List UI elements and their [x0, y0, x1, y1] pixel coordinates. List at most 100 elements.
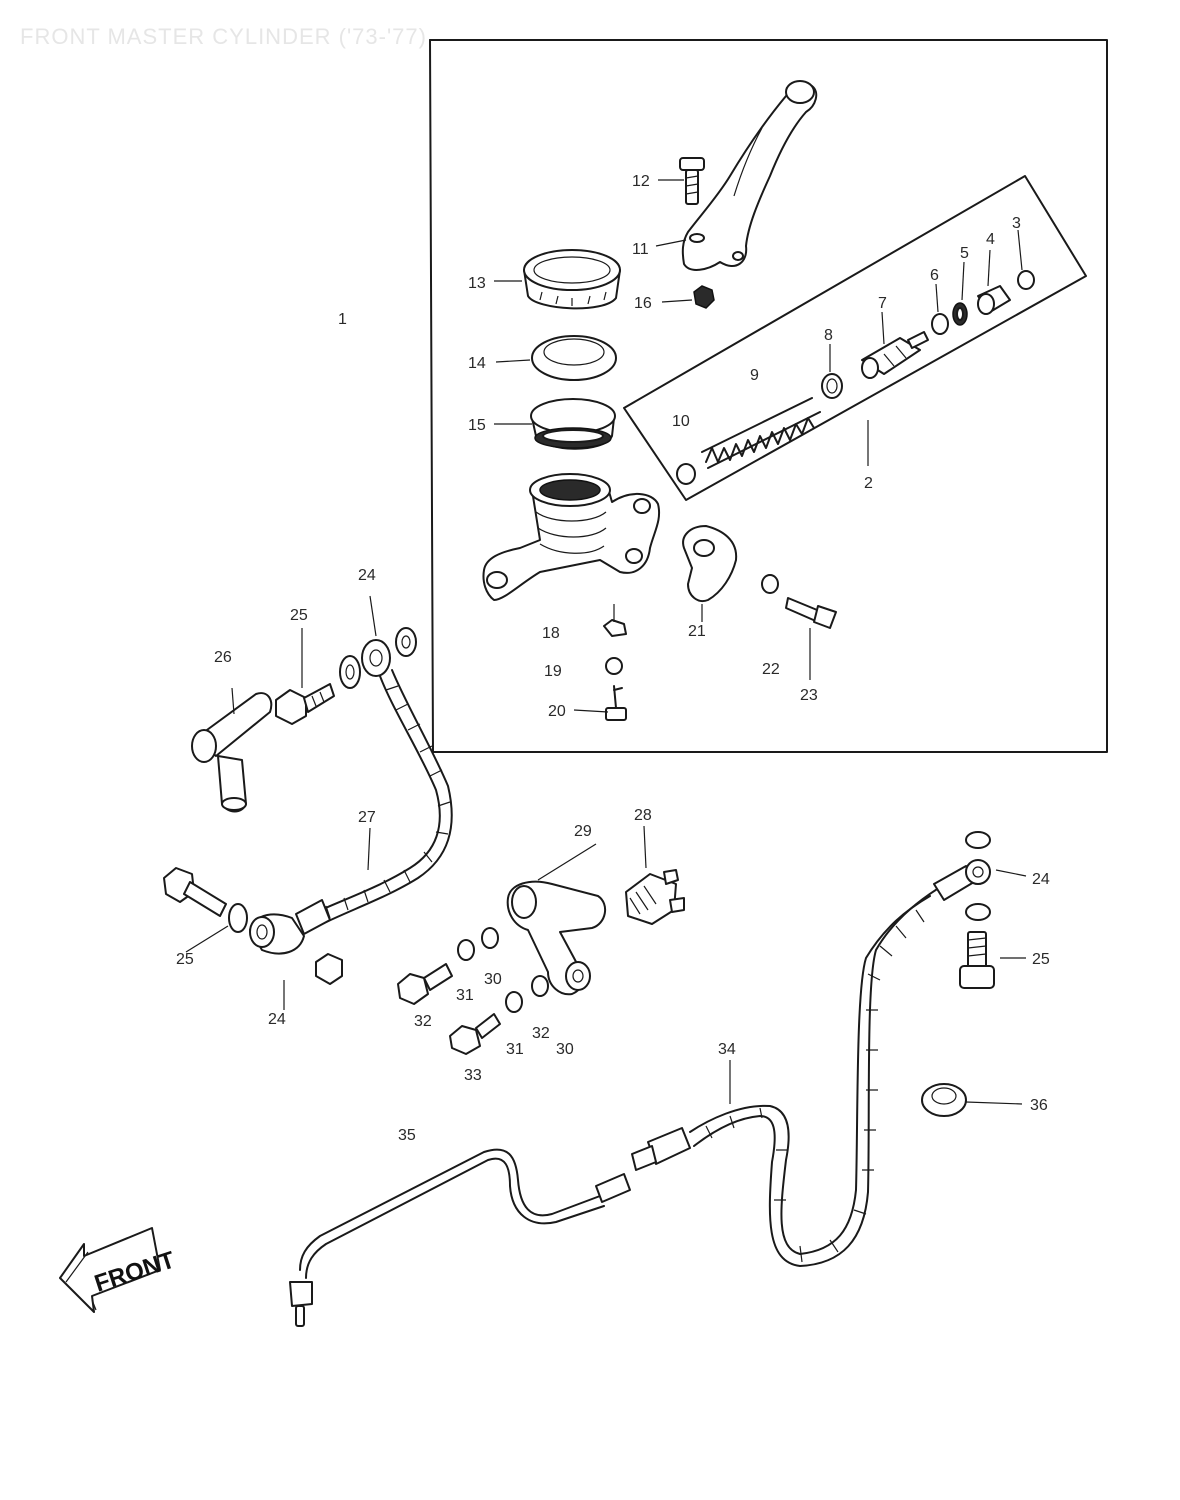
- callout-35: 35: [398, 1127, 416, 1144]
- banjo-washer-upper-b: [395, 627, 417, 657]
- callout-25-upper: 25: [290, 607, 308, 624]
- callout-21: 21: [688, 623, 706, 640]
- circlip-holder: [977, 285, 1011, 315]
- hose-banjo-right: [965, 859, 991, 885]
- callout-32-upper: 32: [414, 1013, 432, 1030]
- piston-kit-box: [623, 175, 1087, 501]
- callout-1: 1: [338, 311, 347, 328]
- leader-lines-upper: [494, 179, 1023, 713]
- callout-20: 20: [548, 703, 566, 720]
- callout-31-upper: 31: [456, 987, 474, 1004]
- spring-seat: [676, 463, 696, 485]
- callout-24-right: 24: [1032, 871, 1050, 888]
- piston-spring: [701, 397, 821, 469]
- secondary-cup: [931, 313, 949, 335]
- switch-screw: [605, 685, 627, 721]
- callout-25-left: 25: [176, 951, 194, 968]
- dust-seal: [1017, 270, 1035, 290]
- reservoir-cap: [523, 249, 621, 310]
- brake-light-switch: [191, 692, 273, 813]
- washer-right-lower: [965, 903, 991, 921]
- callout-15: 15: [468, 417, 486, 434]
- lock-washer-lower: [505, 991, 523, 1013]
- callout-24-left: 24: [268, 1011, 286, 1028]
- callout-31-lower: 31: [506, 1041, 524, 1058]
- callout-33: 33: [464, 1067, 482, 1084]
- leader-lines-lower: [185, 595, 1027, 1105]
- primary-cup-inner: [826, 378, 838, 394]
- banjo-bolt-upper: [275, 683, 335, 725]
- callout-11: 11: [632, 241, 649, 258]
- handlebar-clamp: [682, 525, 738, 602]
- callout-23: 23: [800, 687, 818, 704]
- washer-right-upper: [965, 831, 991, 849]
- banjo-bolt-right: [959, 931, 995, 989]
- callout-3: 3: [1012, 215, 1021, 232]
- callout-12: 12: [632, 173, 650, 190]
- callout-6: 6: [930, 267, 939, 284]
- callout-13: 13: [468, 275, 486, 292]
- master-cylinder-body: [482, 473, 660, 601]
- stop-washer-hole: [956, 307, 964, 321]
- callout-10: 10: [672, 413, 690, 430]
- lever-nut: [693, 285, 715, 309]
- callout-4: 4: [986, 231, 995, 248]
- washer-hole-a: [345, 664, 355, 680]
- front-arrow-icon: FRONT: [59, 1227, 178, 1313]
- callout-16: 16: [634, 295, 652, 312]
- lower-brake-hose: [631, 865, 975, 1267]
- callout-25-right: 25: [1032, 951, 1050, 968]
- bleed-valve-cap: [605, 657, 623, 675]
- callout-29: 29: [574, 823, 592, 840]
- hose-nut: [315, 953, 343, 985]
- washer-hole-b: [401, 635, 411, 649]
- diagram-title: FRONT MASTER CYLINDER ('73-'77): [20, 24, 427, 49]
- grommet: [921, 1083, 967, 1117]
- callout-27: 27: [358, 809, 376, 826]
- clamp-bolt: [785, 597, 837, 629]
- callout-9: 9: [750, 367, 759, 384]
- brake-lever: [681, 80, 818, 271]
- banjo-washer-lower: [228, 903, 248, 933]
- callout-2: 2: [864, 475, 873, 492]
- washer-30-lower: [531, 975, 549, 997]
- callout-30-lower: 30: [556, 1041, 574, 1058]
- assembly-box-left: [429, 39, 434, 753]
- washer-30-upper: [481, 927, 499, 949]
- diaphragm: [530, 398, 616, 450]
- callout-28: 28: [634, 807, 652, 824]
- brake-pipe: [289, 1148, 631, 1327]
- piston: [861, 331, 929, 379]
- callout-32-lower: 32: [532, 1025, 550, 1042]
- hose-joint: [506, 880, 607, 996]
- banjo-fitting-lower: [249, 913, 305, 955]
- brake-switch-fitting: [625, 869, 685, 925]
- callout-5: 5: [960, 245, 969, 262]
- callout-labels: 1 2 3 4 5 6 7 8 9 10 11 12 13 14 15 16 1…: [176, 173, 1050, 1144]
- clamp-washer: [761, 574, 779, 594]
- callout-8: 8: [824, 327, 833, 344]
- callout-30-upper: 30: [484, 971, 502, 988]
- dust-boot: [603, 619, 627, 637]
- banjo-washer-upper-a: [339, 655, 361, 689]
- callout-26: 26: [214, 649, 232, 666]
- callout-24-upper: 24: [358, 567, 376, 584]
- callout-14: 14: [468, 355, 486, 372]
- diaphragm-plate: [531, 335, 617, 381]
- callout-7: 7: [878, 295, 887, 312]
- joint-bolt-upper: [397, 963, 453, 1005]
- upper-brake-hose: [295, 669, 453, 935]
- banjo-fitting-upper: [361, 639, 391, 677]
- joint-bolt-lower: [449, 1013, 501, 1055]
- assembly-box: [429, 39, 1108, 753]
- lock-washer-upper: [457, 939, 475, 961]
- callout-34: 34: [718, 1041, 736, 1058]
- pivot-bolt: [679, 157, 705, 205]
- callout-36: 36: [1030, 1097, 1048, 1114]
- banjo-bolt-lower: [163, 867, 227, 917]
- callout-19: 19: [544, 663, 562, 680]
- callout-22: 22: [762, 661, 780, 678]
- primary-cup: [821, 373, 843, 399]
- callout-18: 18: [542, 625, 560, 642]
